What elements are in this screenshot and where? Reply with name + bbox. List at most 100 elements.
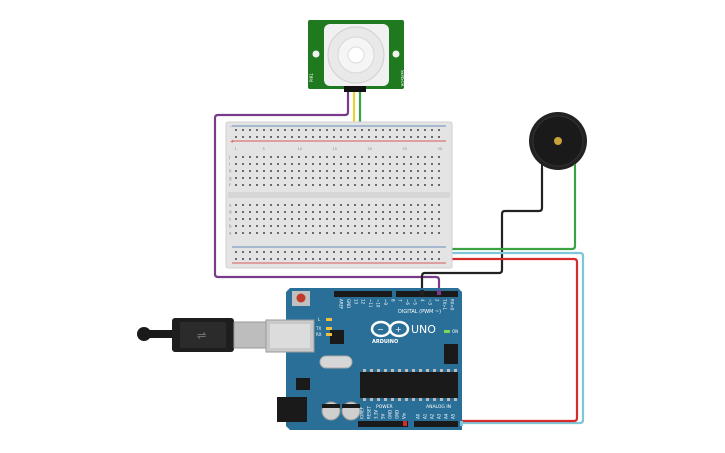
terminal-hole[interactable]	[270, 211, 272, 213]
rail-hole[interactable]	[424, 136, 426, 138]
terminal-hole[interactable]	[431, 184, 433, 186]
terminal-hole[interactable]	[270, 225, 272, 227]
terminal-hole[interactable]	[319, 204, 321, 206]
usb-cable[interactable]: ⇌	[137, 318, 269, 352]
wire-green-buzzer[interactable]	[396, 166, 577, 251]
terminal-hole[interactable]	[319, 218, 321, 220]
terminal-hole[interactable]	[347, 218, 349, 220]
terminal-hole[interactable]	[284, 225, 286, 227]
rail-hole[interactable]	[347, 258, 349, 260]
terminal-hole[interactable]	[389, 225, 391, 227]
terminal-hole[interactable]	[438, 184, 440, 186]
rail-hole[interactable]	[410, 258, 412, 260]
terminal-hole[interactable]	[312, 225, 314, 227]
terminal-hole[interactable]	[375, 232, 377, 234]
terminal-hole[interactable]	[438, 225, 440, 227]
terminal-hole[interactable]	[389, 232, 391, 234]
terminal-hole[interactable]	[396, 170, 398, 172]
rail-hole[interactable]	[277, 136, 279, 138]
terminal-hole[interactable]	[424, 218, 426, 220]
terminal-hole[interactable]	[270, 156, 272, 158]
terminal-hole[interactable]	[333, 211, 335, 213]
terminal-hole[interactable]	[438, 170, 440, 172]
rail-hole[interactable]	[417, 129, 419, 131]
terminal-hole[interactable]	[263, 170, 265, 172]
terminal-hole[interactable]	[361, 211, 363, 213]
terminal-hole[interactable]	[263, 211, 265, 213]
terminal-hole[interactable]	[361, 218, 363, 220]
terminal-hole[interactable]	[424, 204, 426, 206]
terminal-hole[interactable]	[291, 156, 293, 158]
terminal-hole[interactable]	[305, 177, 307, 179]
rail-hole[interactable]	[340, 258, 342, 260]
terminal-hole[interactable]	[431, 156, 433, 158]
terminal-hole[interactable]	[242, 177, 244, 179]
wire-cyan[interactable]	[445, 251, 585, 425]
terminal-hole[interactable]	[305, 211, 307, 213]
rail-hole[interactable]	[340, 129, 342, 131]
rail-hole[interactable]	[354, 129, 356, 131]
terminal-hole[interactable]	[319, 156, 321, 158]
rail-hole[interactable]	[242, 251, 244, 253]
terminal-hole[interactable]	[361, 170, 363, 172]
terminal-hole[interactable]	[284, 163, 286, 165]
terminal-hole[interactable]	[438, 211, 440, 213]
terminal-hole[interactable]	[249, 156, 251, 158]
terminal-hole[interactable]	[368, 156, 370, 158]
terminal-hole[interactable]	[340, 232, 342, 234]
rail-hole[interactable]	[298, 258, 300, 260]
terminal-hole[interactable]	[263, 163, 265, 165]
terminal-hole[interactable]	[235, 163, 237, 165]
rail-hole[interactable]	[305, 136, 307, 138]
rail-hole[interactable]	[382, 258, 384, 260]
terminal-hole[interactable]	[235, 211, 237, 213]
rail-hole[interactable]	[319, 251, 321, 253]
terminal-hole[interactable]	[270, 177, 272, 179]
rail-hole[interactable]	[361, 136, 363, 138]
terminal-hole[interactable]	[326, 163, 328, 165]
terminal-hole[interactable]	[368, 211, 370, 213]
terminal-hole[interactable]	[424, 225, 426, 227]
terminal-hole[interactable]	[375, 177, 377, 179]
rail-hole[interactable]	[326, 251, 328, 253]
rail-hole[interactable]	[424, 129, 426, 131]
reset-button[interactable]	[296, 293, 306, 303]
rail-hole[interactable]	[375, 129, 377, 131]
rail-hole[interactable]	[410, 251, 412, 253]
rail-hole[interactable]	[417, 136, 419, 138]
rail-hole[interactable]	[263, 258, 265, 260]
terminal-hole[interactable]	[277, 184, 279, 186]
rail-hole[interactable]	[396, 251, 398, 253]
rail-hole[interactable]	[298, 136, 300, 138]
terminal-hole[interactable]	[389, 170, 391, 172]
terminal-hole[interactable]	[298, 211, 300, 213]
terminal-hole[interactable]	[333, 170, 335, 172]
terminal-hole[interactable]	[431, 211, 433, 213]
terminal-hole[interactable]	[263, 218, 265, 220]
rail-hole[interactable]	[256, 258, 258, 260]
terminal-hole[interactable]	[347, 177, 349, 179]
terminal-hole[interactable]	[242, 204, 244, 206]
rail-hole[interactable]	[368, 251, 370, 253]
terminal-hole[interactable]	[333, 225, 335, 227]
terminal-hole[interactable]	[298, 218, 300, 220]
rail-hole[interactable]	[389, 251, 391, 253]
rail-hole[interactable]	[382, 136, 384, 138]
rail-hole[interactable]	[291, 129, 293, 131]
terminal-hole[interactable]	[389, 211, 391, 213]
terminal-hole[interactable]	[424, 170, 426, 172]
rail-hole[interactable]	[277, 251, 279, 253]
terminal-hole[interactable]	[277, 163, 279, 165]
terminal-hole[interactable]	[410, 184, 412, 186]
rail-hole[interactable]	[298, 129, 300, 131]
terminal-hole[interactable]	[263, 184, 265, 186]
rail-hole[interactable]	[235, 136, 237, 138]
terminal-hole[interactable]	[277, 218, 279, 220]
rail-hole[interactable]	[242, 129, 244, 131]
terminal-hole[interactable]	[249, 170, 251, 172]
terminal-hole[interactable]	[256, 204, 258, 206]
terminal-hole[interactable]	[368, 204, 370, 206]
terminal-hole[interactable]	[326, 184, 328, 186]
rail-hole[interactable]	[347, 251, 349, 253]
terminal-hole[interactable]	[361, 184, 363, 186]
